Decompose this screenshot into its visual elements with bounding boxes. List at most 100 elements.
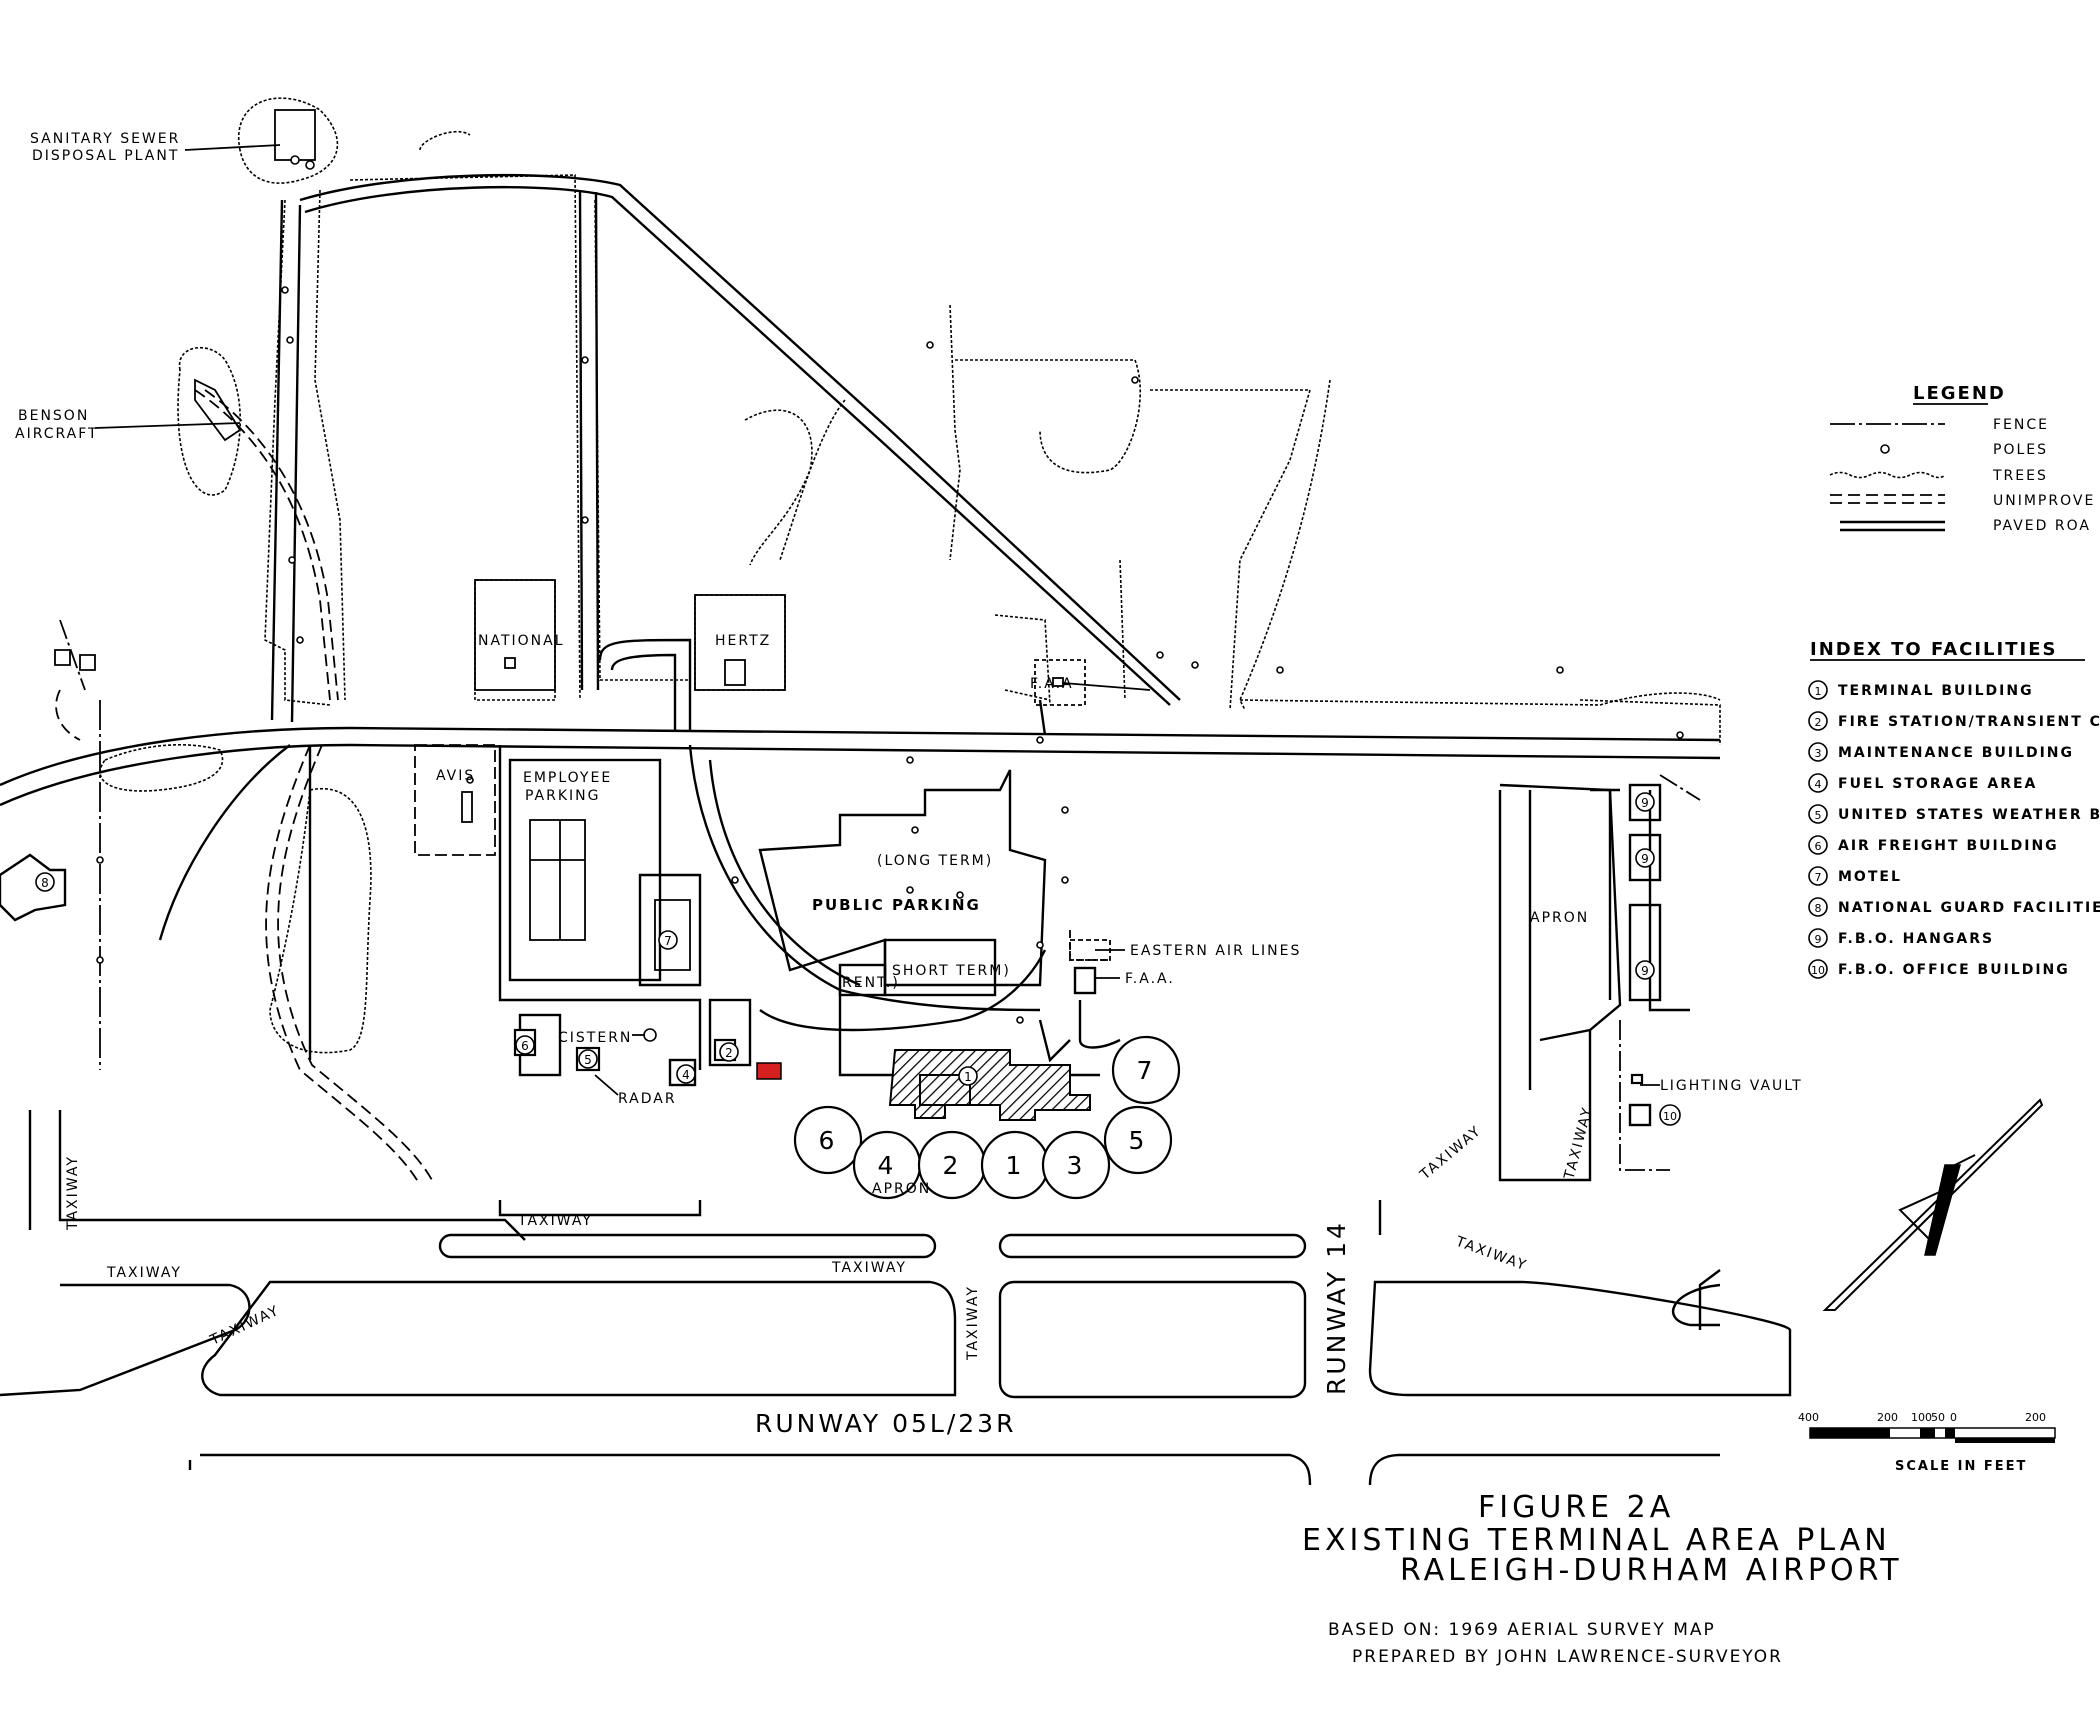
legend-title: LEGEND [1913, 383, 2006, 404]
facility-markers: 1 2 5 4 6 7 8 9 9 9 10 [35, 792, 1681, 1126]
index-number: 6 [1815, 840, 1822, 853]
index-item: 10 F.B.O. OFFICE BUILDING [1808, 959, 2070, 979]
label-disposal-plant: DISPOSAL PLANT [32, 148, 179, 164]
label-radar: RADAR [618, 1091, 677, 1107]
label-taxiway-2: TAXIWAY [106, 1265, 182, 1281]
svg-text:2: 2 [725, 1046, 733, 1060]
index-number: 10 [1811, 964, 1825, 977]
svg-text:1: 1 [964, 1070, 972, 1084]
index-number-circle [1808, 773, 1828, 793]
label-runway-05l-23r: RUNWAY 05L/23R [755, 1409, 1016, 1438]
index-number-circle [1808, 928, 1828, 948]
label-long-term: (LONG TERM) [877, 853, 993, 869]
pole-circle-icon [1880, 444, 1890, 454]
svg-text:5: 5 [1129, 1126, 1148, 1155]
index-number-circle [1808, 742, 1828, 762]
scale-caption: SCALE IN FEET [1895, 1459, 2027, 1474]
label-employee: EMPLOYEE [523, 770, 612, 786]
label-cistern: CISTERN [558, 1030, 632, 1046]
svg-text:2: 2 [943, 1151, 962, 1180]
gate-numbers: 6 4 2 1 3 5 7 [819, 1056, 1156, 1180]
svg-text:9: 9 [1641, 964, 1649, 978]
index-item: 5 UNITED STATES WEATHER B [1808, 804, 2100, 824]
index-number-circle [1808, 866, 1828, 886]
index-number-circle [1808, 680, 1828, 700]
label-apron-south: APRON [872, 1181, 931, 1197]
label-avis: AVIS [436, 768, 475, 784]
index-number-circle [1808, 804, 1828, 824]
svg-text:FENCE: FENCE [1993, 417, 2049, 433]
index-number-circle [1808, 959, 1828, 979]
svg-text:UNIMPROVE: UNIMPROVE [1993, 493, 2095, 509]
index-number: 3 [1815, 747, 1822, 760]
svg-text:PAVED ROA: PAVED ROA [1993, 518, 2091, 534]
airport-name: RALEIGH-DURHAM AIRPORT [1400, 1553, 1903, 1588]
svg-text:TREES: TREES [1992, 468, 2048, 484]
index-number: 7 [1815, 871, 1822, 884]
svg-text:400: 400 [1798, 1411, 1819, 1424]
svg-text:7: 7 [664, 934, 672, 948]
index-number-circle [1808, 835, 1828, 855]
poles [96, 286, 1684, 1024]
airfield-pavement [0, 1200, 1792, 1486]
index-title: INDEX TO FACILITIES [1810, 639, 2057, 660]
index-label: F.B.O. OFFICE BUILDING [1838, 962, 2070, 978]
svg-text:7: 7 [1137, 1056, 1156, 1085]
legend: LEGEND FENCE POLES TREES UNIMPROVE PAVED… [1829, 383, 2095, 534]
index-number: 2 [1815, 716, 1822, 729]
label-faa-north: F.A.A [1030, 676, 1074, 692]
index-label: FUEL STORAGE AREA [1838, 776, 2037, 792]
index-label: MAINTENANCE BUILDING [1838, 745, 2074, 761]
label-taxiway-4: TAXIWAY [207, 1302, 283, 1349]
index-list: 1 TERMINAL BUILDING 2 FIRE STATION/TRANSIEN… [1808, 680, 2100, 979]
plan-title: EXISTING TERMINAL AREA PLAN [1302, 1523, 1891, 1558]
index-to-facilities: INDEX TO FACILITIES [1810, 639, 2085, 661]
title-block: FIGURE 2A EXISTING TERMINAL AREA PLAN RA… [1302, 1490, 1903, 1667]
fences [59, 619, 1701, 1171]
svg-text:4: 4 [878, 1151, 897, 1180]
index-number-circle [1808, 711, 1828, 731]
prepared-by: PREPARED BY JOHN LAWRENCE-SURVEYOR [1352, 1647, 1783, 1667]
label-eastern-air-lines: EASTERN AIR LINES [1130, 943, 1301, 959]
index-number: 4 [1815, 778, 1822, 791]
svg-text:3: 3 [1067, 1151, 1086, 1180]
index-item: 2 FIRE STATION/TRANSIENT C [1808, 711, 2100, 731]
svg-text:9: 9 [1641, 796, 1649, 810]
index-label: TERMINAL BUILDING [1838, 683, 2034, 699]
figure-number: FIGURE 2A [1478, 1490, 1674, 1525]
north-arrow-icon [1822, 1098, 2044, 1311]
svg-text:200: 200 [2025, 1411, 2046, 1424]
label-taxiway-7: TAXIWAY [1417, 1123, 1485, 1184]
highlighted-facility [756, 1062, 782, 1080]
index-number: 1 [1815, 685, 1822, 698]
unimproved-roads [55, 389, 433, 1186]
gate-positions [793, 1035, 1181, 1200]
scale-bar: 400 200 100 50 0 200 SCALE IN FEET [1798, 1411, 2056, 1474]
index-item: 1 TERMINAL BUILDING [1808, 680, 2034, 700]
label-taxiway-1: TAXIWAY [517, 1213, 593, 1229]
index-label: F.B.O. HANGARS [1838, 931, 1994, 947]
label-short-term: SHORT TERM) [892, 963, 1011, 979]
label-apron-east: APRON [1530, 910, 1589, 926]
label-hertz: HERTZ [715, 633, 771, 649]
index-item: 3 MAINTENANCE BUILDING [1808, 742, 2074, 762]
label-runway-14: RUNWAY 14 [1322, 1220, 1351, 1395]
label-taxiway-9: TAXIWAY [65, 1155, 81, 1231]
svg-text:POLES: POLES [1993, 442, 2048, 458]
label-national: NATIONAL [478, 633, 565, 649]
svg-text:5: 5 [584, 1053, 592, 1067]
index-label: UNITED STATES WEATHER B [1838, 807, 2100, 823]
index-number: 5 [1815, 809, 1822, 822]
index-label: FIRE STATION/TRANSIENT C [1838, 714, 2100, 730]
tree-line-icon [1829, 471, 1946, 479]
label-lighting-vault: LIGHTING VAULT [1660, 1078, 1803, 1094]
svg-text:100: 100 [1911, 1411, 1932, 1424]
svg-text:50: 50 [1931, 1411, 1945, 1424]
label-sanitary-sewer: SANITARY SEWER [30, 131, 180, 147]
svg-text:9: 9 [1641, 852, 1649, 866]
